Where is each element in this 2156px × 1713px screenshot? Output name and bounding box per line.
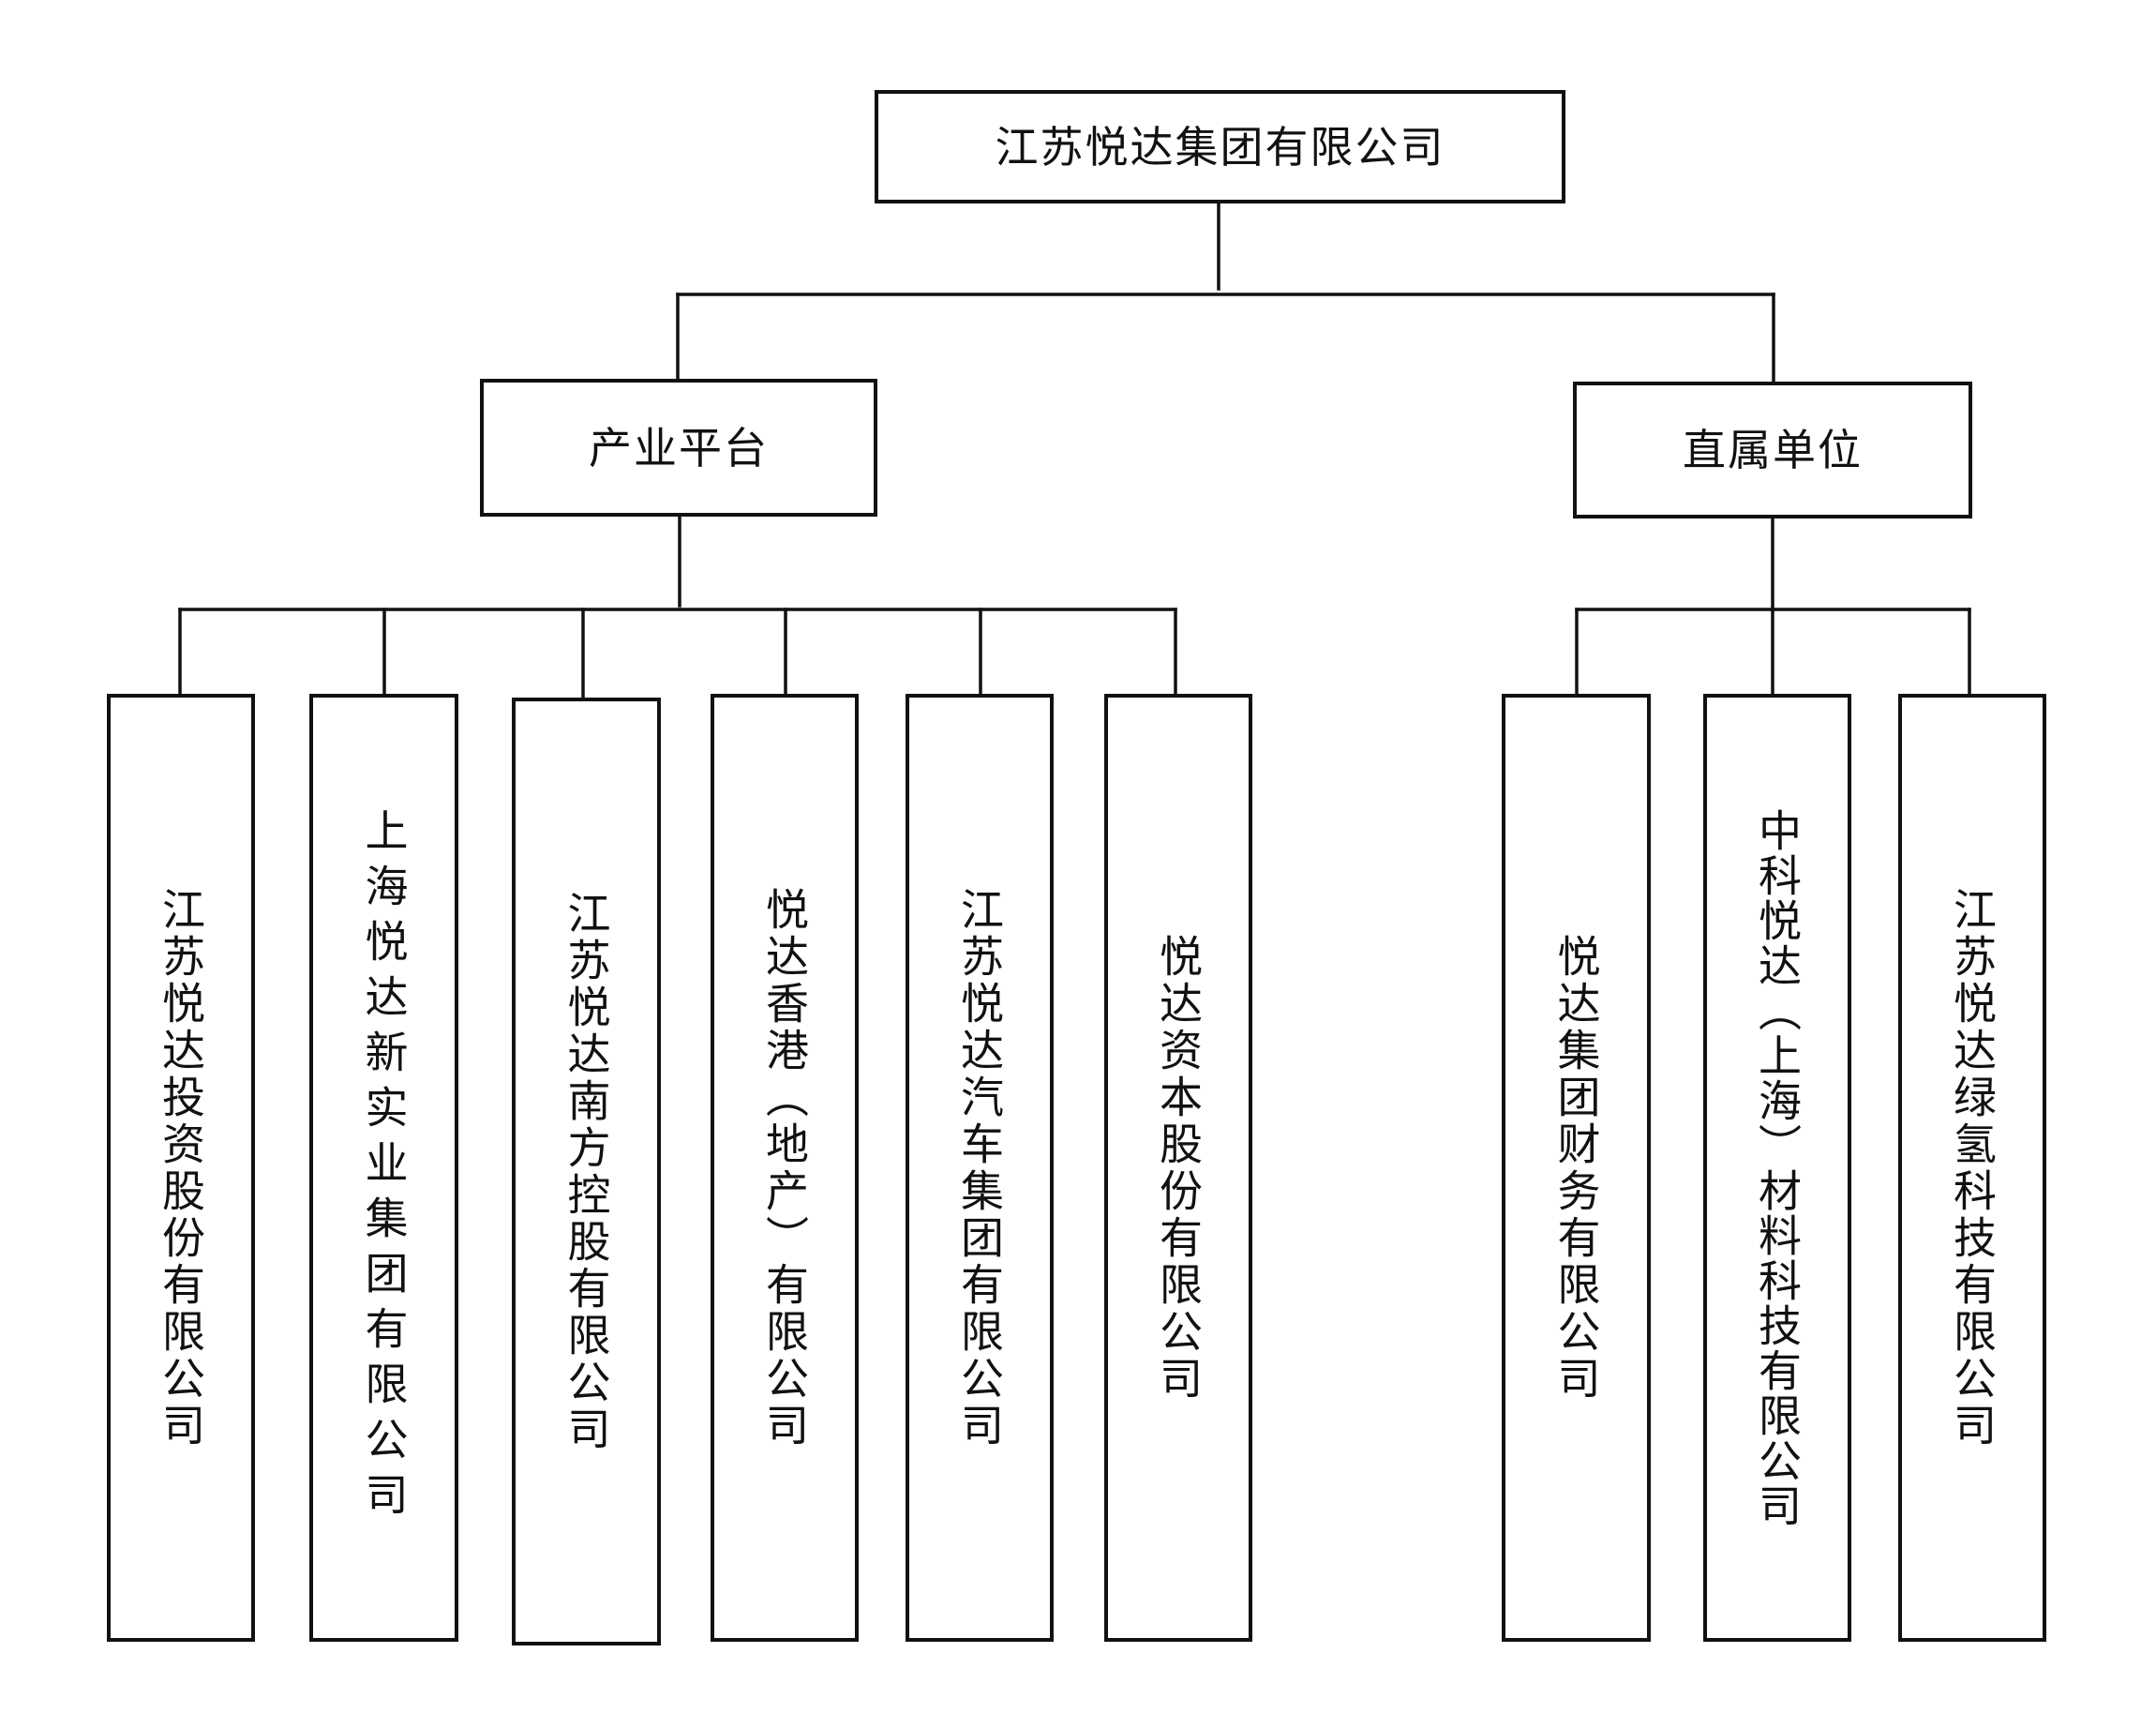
subsidiary-node: 悦达资本股份有限公司	[1104, 694, 1252, 1642]
subsidiary-node-label: 上海悦达新实业集团有限公司	[358, 808, 410, 1527]
branch-node-direct-units: 直属单位	[1573, 382, 1972, 518]
subsidiary-node-label: 江苏悦达南方控股有限公司	[561, 890, 612, 1453]
subsidiary-node: 上海悦达新实业集团有限公司	[309, 694, 458, 1642]
subsidiary-node-label: 悦达资本股份有限公司	[1153, 933, 1204, 1403]
subsidiary-node-label: 江苏悦达汽车集团有限公司	[954, 886, 1005, 1450]
subsidiary-node: 江苏悦达绿氢科技有限公司	[1898, 694, 2046, 1642]
subsidiary-node-label: 悦达集团财务有限公司	[1550, 933, 1602, 1403]
branch-node-label: 产业平台	[589, 422, 769, 473]
subsidiary-node-label: 悦达香港（地产）有限公司	[759, 886, 810, 1450]
subsidiary-node: 悦达集团财务有限公司	[1502, 694, 1651, 1642]
branch-node-industrial-platform: 产业平台	[480, 379, 877, 517]
subsidiary-node: 中科悦达（上海）材料科技有限公司	[1703, 694, 1851, 1642]
subsidiary-node-label: 中科悦达（上海）材料科技有限公司	[1752, 807, 1803, 1528]
subsidiary-node-label: 江苏悦达绿氢科技有限公司	[1947, 886, 1998, 1450]
subsidiary-node: 江苏悦达投资股份有限公司	[107, 694, 255, 1642]
root-node-label: 江苏悦达集团有限公司	[995, 121, 1445, 173]
subsidiary-node-label: 江苏悦达投资股份有限公司	[156, 886, 206, 1450]
subsidiary-node: 悦达香港（地产）有限公司	[711, 694, 859, 1642]
root-node: 江苏悦达集团有限公司	[875, 90, 1565, 203]
subsidiary-node: 江苏悦达南方控股有限公司	[512, 698, 661, 1645]
subsidiary-node: 江苏悦达汽车集团有限公司	[906, 694, 1054, 1642]
branch-node-label: 直属单位	[1683, 425, 1863, 475]
